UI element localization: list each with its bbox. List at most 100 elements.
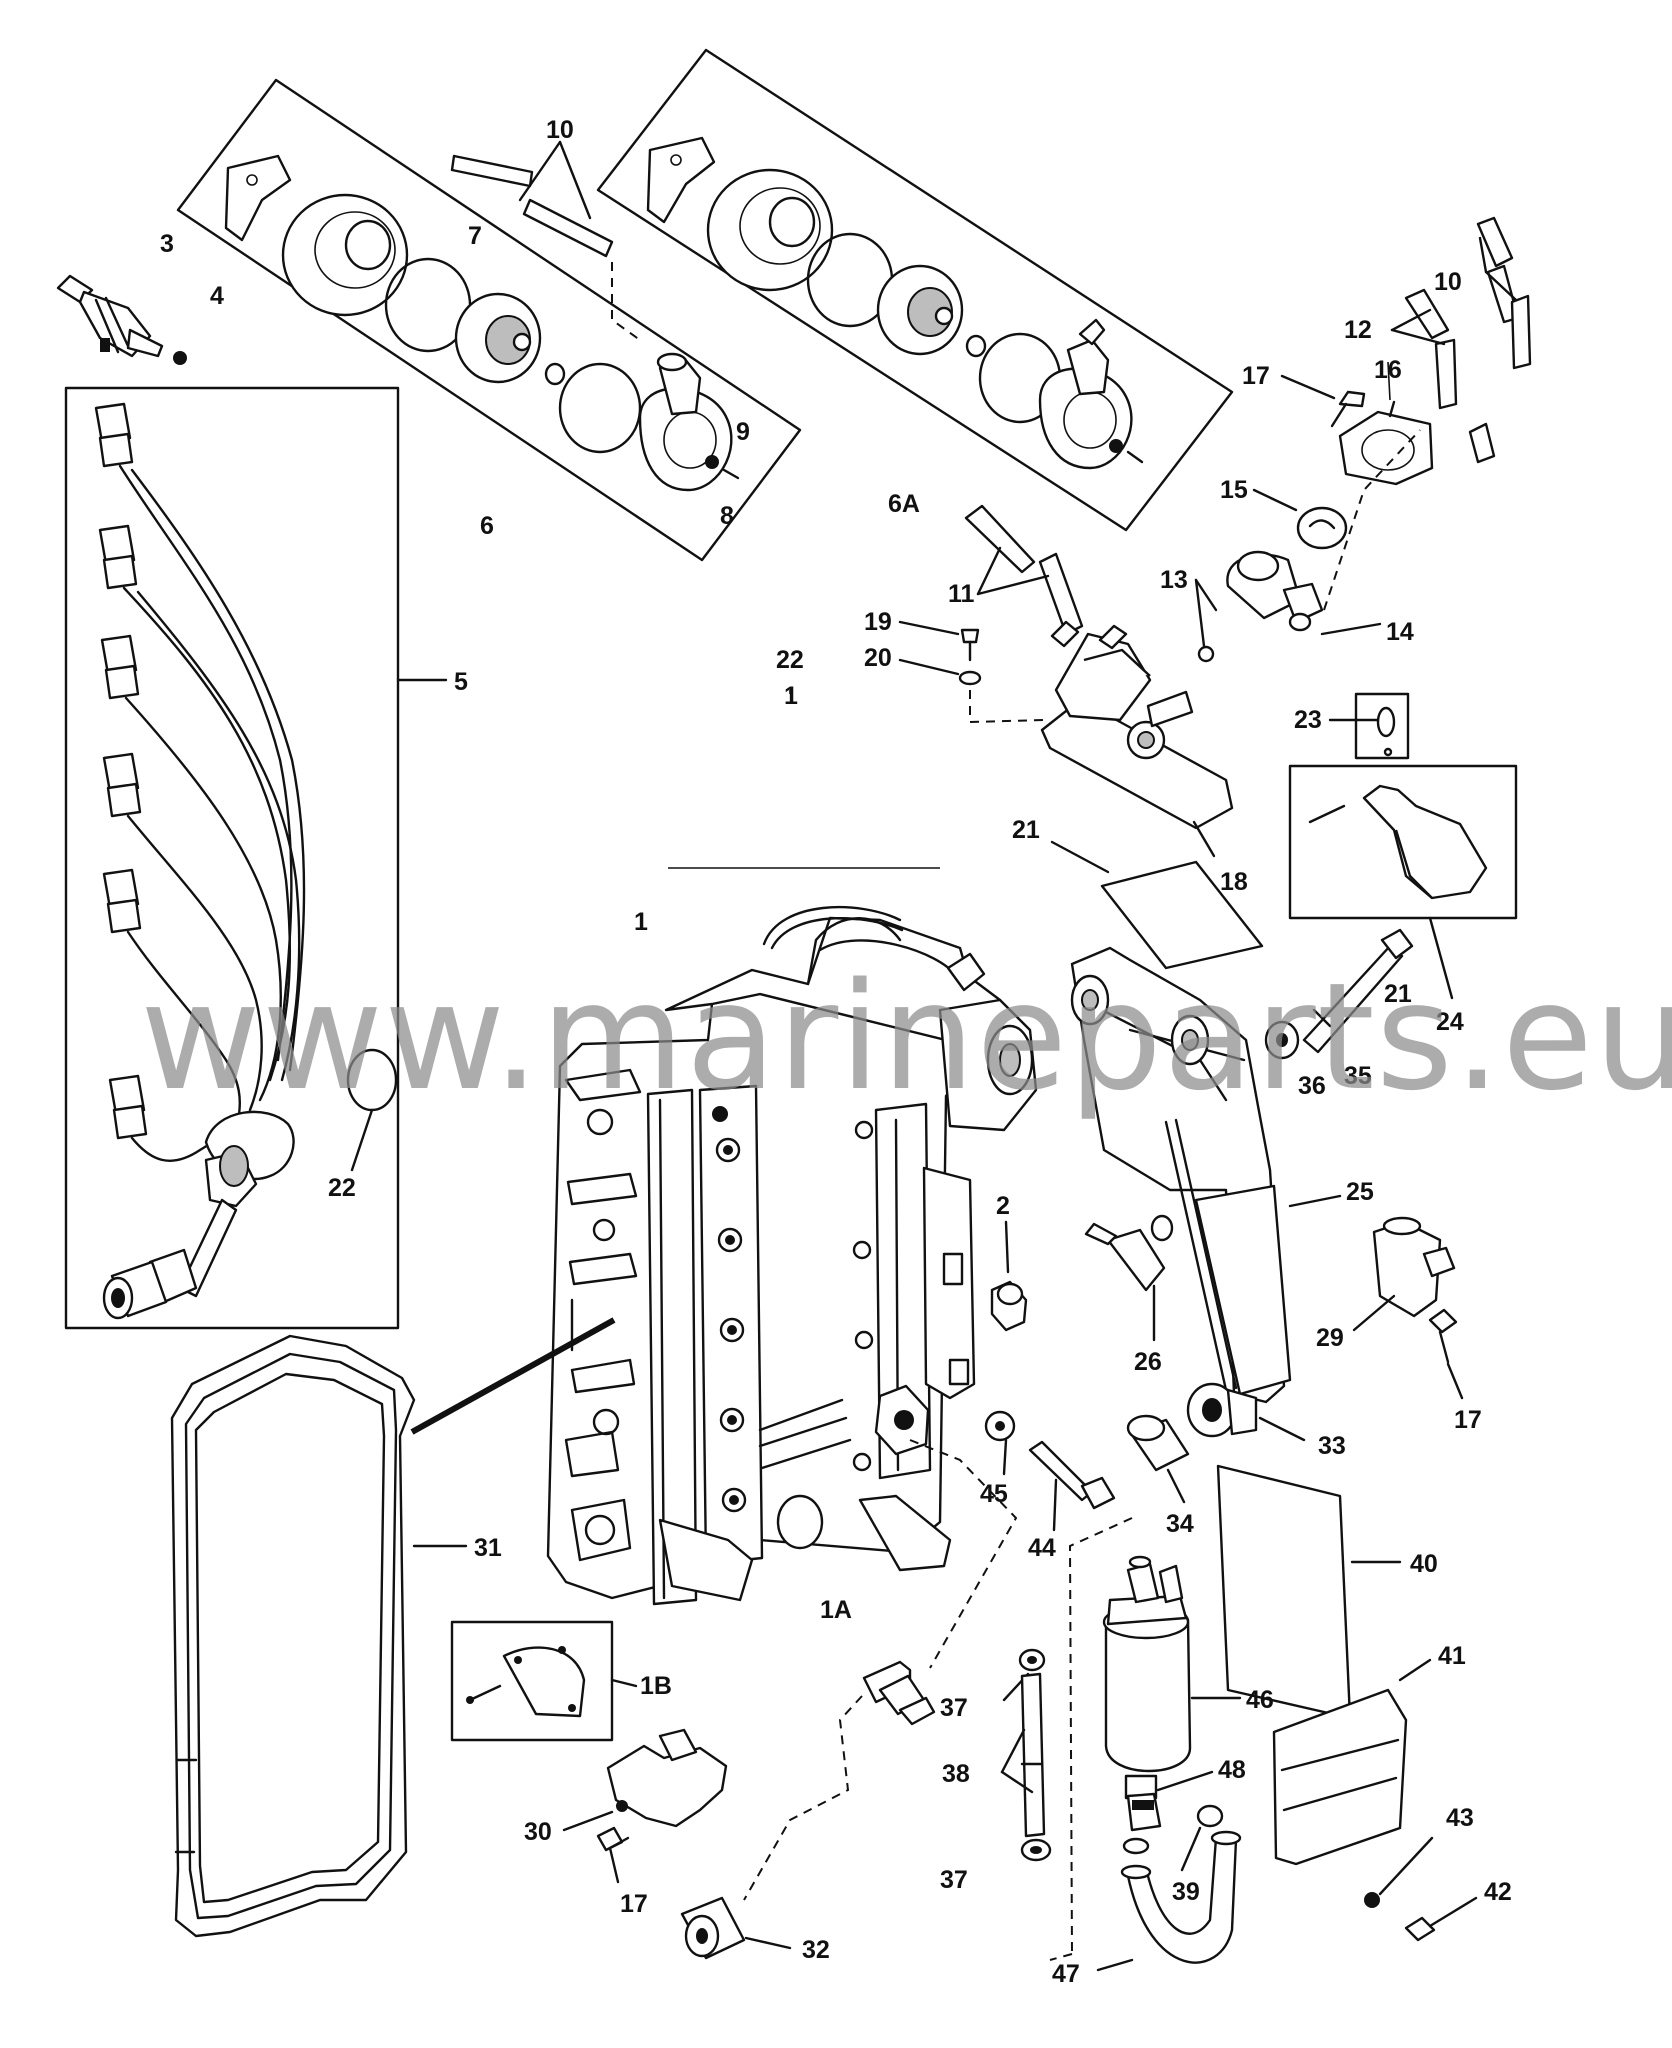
part-19-screw (898, 620, 980, 662)
callout-14: 14 (1386, 618, 1414, 646)
callout-44: 44 (1028, 1534, 1056, 1562)
callout-33: 33 (1318, 1432, 1346, 1460)
callout-25: 25 (1346, 1178, 1374, 1206)
part-11-hose (964, 504, 1084, 636)
part-36-washer (1264, 1020, 1300, 1060)
callout-10-right: 10 (1434, 268, 1462, 296)
callout-43: 43 (1446, 1804, 1474, 1832)
callout-22-left: 22 (328, 1174, 356, 1202)
callout-39: 39 (1172, 1878, 1200, 1906)
callout-26: 26 (1134, 1348, 1162, 1376)
part-30-bracket (562, 1728, 728, 1832)
callout-48: 48 (1218, 1756, 1246, 1784)
callout-6a: 6A (888, 490, 920, 518)
part-17-screw-bottom (596, 1826, 630, 1884)
part-22-plug (346, 1048, 398, 1172)
callout-41: 41 (1438, 1642, 1466, 1670)
part-15-ring (1252, 488, 1348, 550)
callout-23: 23 (1294, 706, 1322, 734)
callout-45: 45 (980, 1480, 1008, 1508)
part-16-flange (1338, 361, 1434, 486)
part-2-bushing (990, 1220, 1028, 1332)
part-12-hoses (1390, 216, 1532, 464)
callout-17-bottom: 17 (620, 1890, 648, 1918)
callout-1a: 1A (820, 1596, 852, 1624)
part-3-sensor (56, 274, 164, 358)
part-40-plate (1216, 1464, 1402, 1720)
callout-38: 38 (942, 1760, 970, 1788)
callout-1b: 1B (640, 1672, 672, 1700)
callout-37-bottom: 37 (940, 1866, 968, 1894)
callout-10-left: 10 (546, 116, 574, 144)
part-20-washer (898, 658, 1045, 724)
part-6a-assembly-panel (596, 48, 1234, 532)
part-26-fitting (1084, 1214, 1174, 1342)
part-37-clamp-bottom (1020, 1838, 1052, 1862)
callout-labels: 3 4 5 6 7 8 9 10 6A 10 12 16 17 15 13 14… (160, 116, 1512, 1988)
part-4-washer (173, 351, 187, 365)
part-41-bracket (1272, 1658, 1432, 1866)
part-25-mount-plate (1070, 946, 1342, 1442)
part-45-washer (984, 1410, 1016, 1476)
part-47-hose (1096, 1830, 1242, 1972)
callout-29: 29 (1316, 1324, 1344, 1352)
callout-1-center: 1 (784, 682, 798, 710)
callout-17-right: 17 (1454, 1406, 1482, 1434)
fuel-line-dash (1049, 1953, 1073, 1961)
callout-24: 24 (1436, 1008, 1464, 1036)
part-18-fuel-module (1040, 620, 1234, 858)
callout-34: 34 (1166, 1510, 1194, 1538)
small-washer (1122, 1837, 1150, 1855)
callout-42: 42 (1484, 1878, 1512, 1906)
part-44-bolt (1028, 1440, 1116, 1532)
callout-17-top: 17 (1242, 362, 1270, 390)
callout-2: 2 (996, 1192, 1010, 1220)
callout-20: 20 (864, 644, 892, 672)
callout-7: 7 (468, 222, 482, 250)
part-5-harness-box (64, 386, 448, 1330)
part-1-block (546, 905, 1038, 1606)
callout-36: 36 (1298, 1072, 1326, 1100)
watermark-text: www.marineparts.eu (140, 951, 1672, 1123)
part-21-gasket (1050, 840, 1264, 970)
part-39-clamp (1180, 1804, 1224, 1872)
callout-40: 40 (1410, 1550, 1438, 1578)
callout-5: 5 (454, 668, 468, 696)
callout-6: 6 (480, 512, 494, 540)
part-34-bushing (1126, 1414, 1190, 1504)
callout-21-bolt: 21 (1384, 980, 1412, 1008)
callout-30: 30 (524, 1818, 552, 1846)
part-17-screw-top (1280, 374, 1366, 428)
callout-46: 46 (1246, 1686, 1274, 1714)
callout-22-center: 22 (776, 646, 804, 674)
callout-8: 8 (720, 502, 734, 530)
part-5-wiring-harness (94, 402, 306, 1320)
callout-1-block: 1 (634, 908, 648, 936)
part-37-clamp-top (1002, 1648, 1046, 1702)
callout-37-top: 37 (940, 1694, 968, 1722)
part-43-washer (1364, 1836, 1434, 1908)
part-31-gasket-frame (170, 1334, 468, 1938)
callout-16: 16 (1374, 356, 1402, 384)
part-17-screw-right (1428, 1308, 1464, 1400)
fitting-dashed-path (743, 1439, 1018, 1901)
part-6-assembly-panel (176, 78, 802, 562)
callout-3: 3 (160, 230, 174, 258)
harness-cable (410, 1317, 616, 1435)
callout-15: 15 (1220, 476, 1248, 504)
callout-35: 35 (1344, 1062, 1372, 1090)
callout-12: 12 (1344, 316, 1372, 344)
callout-31: 31 (474, 1534, 502, 1562)
callout-32: 32 (802, 1936, 830, 1964)
part-23-clip (1328, 692, 1410, 760)
part-10-hoses (450, 140, 641, 341)
part-24-cover-box (1288, 747, 1518, 1000)
callout-13: 13 (1160, 566, 1188, 594)
part-48-fitting (1126, 1770, 1214, 1832)
part-38-hose (1000, 1672, 1046, 1838)
callout-4: 4 (210, 282, 224, 310)
callout-18: 18 (1220, 868, 1248, 896)
part-46-fuel-pump (1068, 1517, 1242, 1955)
